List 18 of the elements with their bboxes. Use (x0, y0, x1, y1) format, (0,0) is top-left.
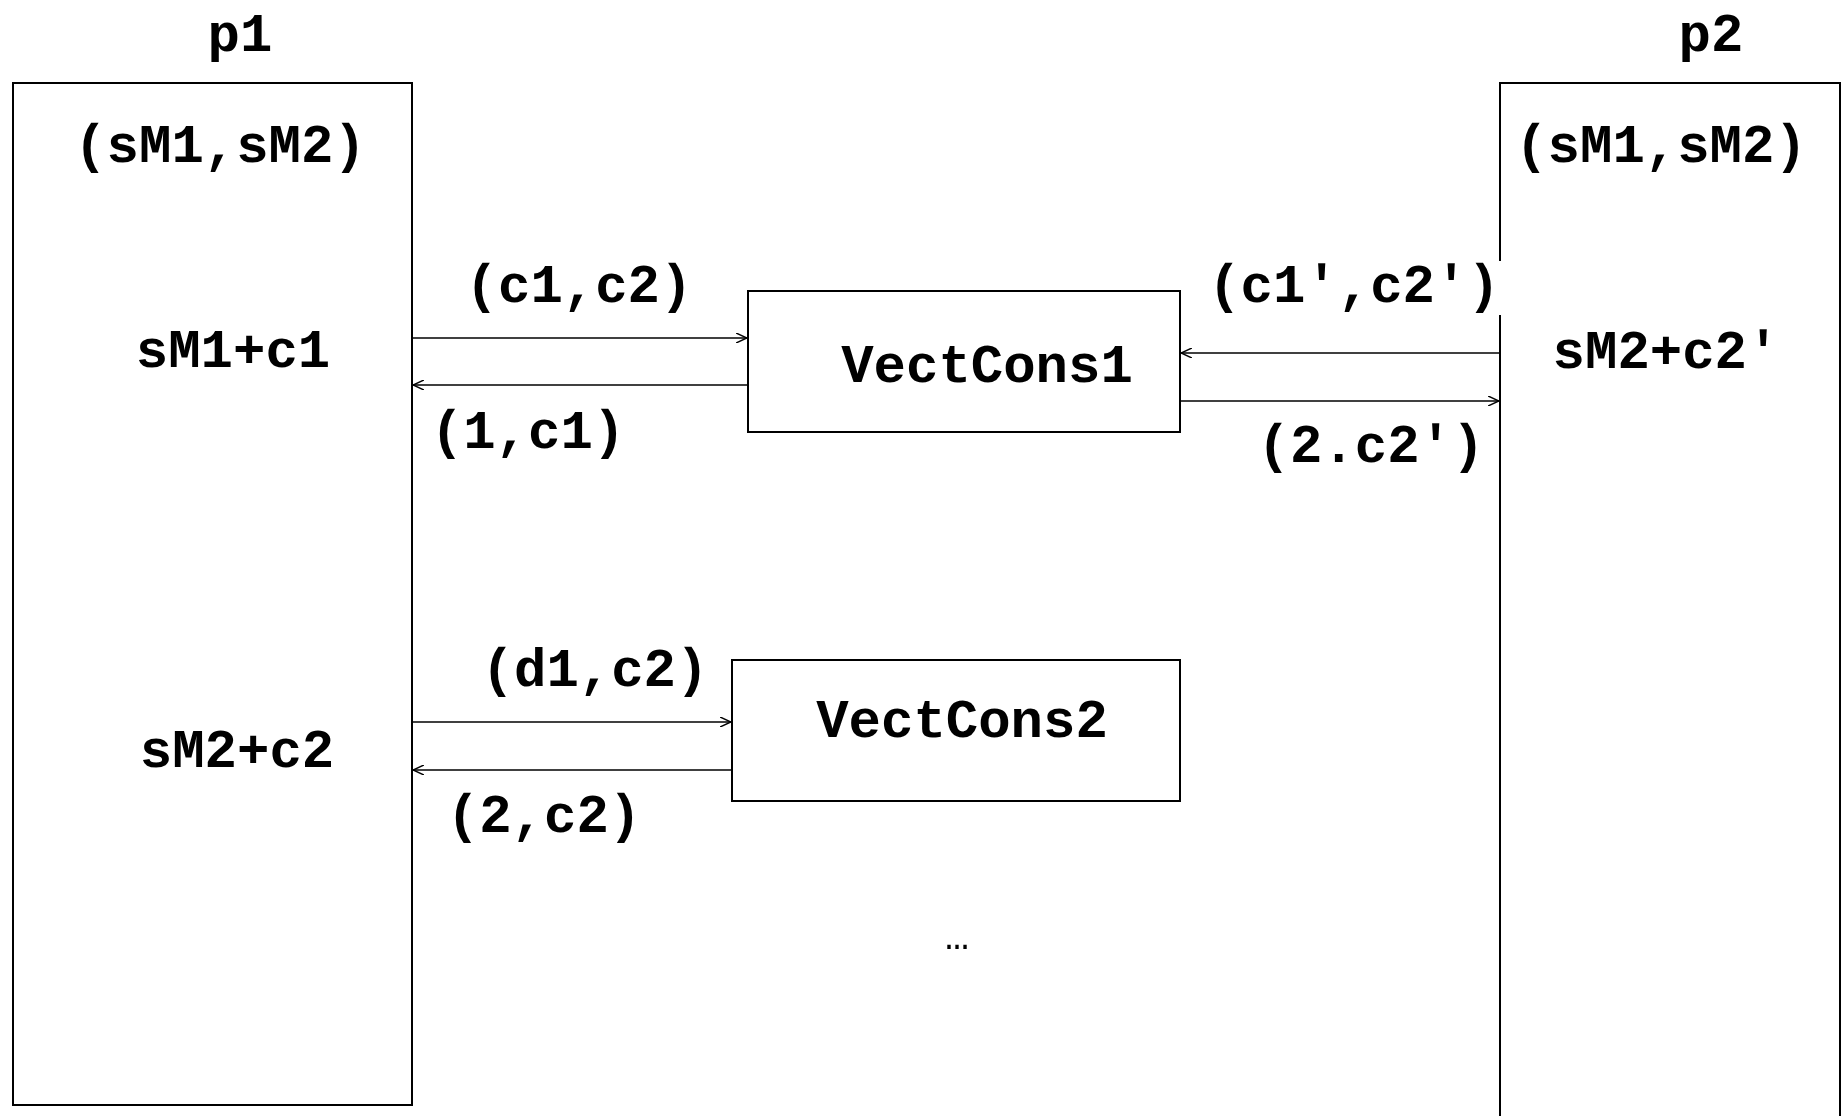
process-box (731, 659, 1181, 802)
arrow (412, 716, 732, 728)
box-text: VectCons1 (841, 341, 1133, 395)
process-box (747, 290, 1181, 433)
box-text: sM1+c1 (135, 326, 331, 380)
ellipsis-text: … (945, 919, 969, 959)
box-text: sM2+c2′ (1552, 327, 1780, 381)
arrow (1180, 395, 1500, 407)
arrow (412, 332, 748, 344)
process-title: p2 (1678, 10, 1744, 64)
box-text: sM2+c2 (139, 726, 335, 780)
box-text: (sM1,sM2) (1515, 121, 1807, 175)
arrow (412, 764, 732, 776)
box-text: (sM1,sM2) (74, 121, 366, 175)
arrow (412, 379, 748, 391)
box-text: VectCons2 (816, 696, 1108, 750)
arrow (1180, 347, 1500, 359)
process-title: p1 (207, 10, 273, 64)
